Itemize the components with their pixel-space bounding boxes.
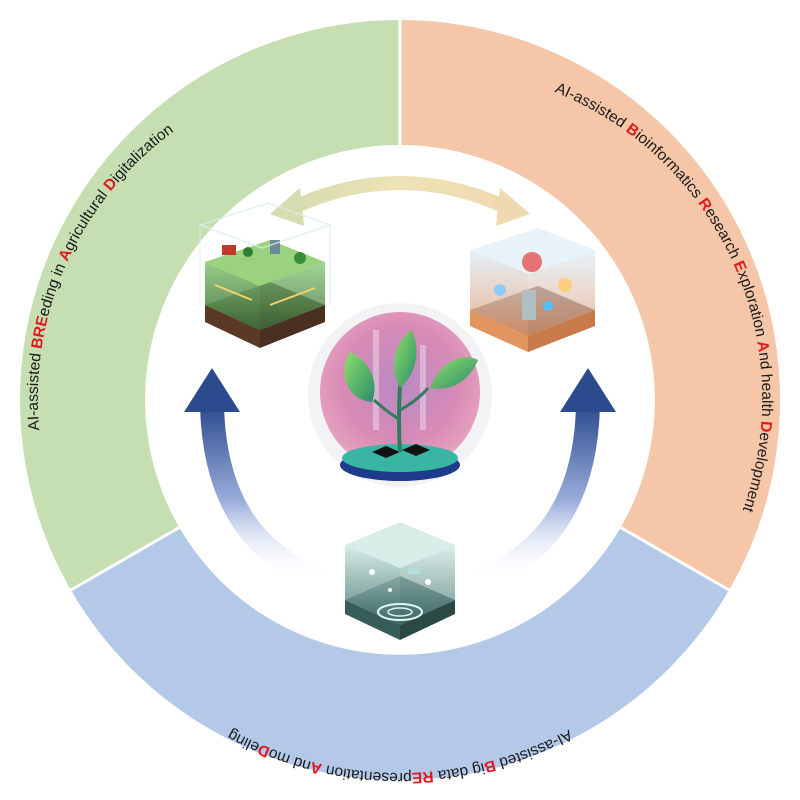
double-arrow-icon [270,176,530,226]
left-upward-arrow-icon [184,368,325,592]
highlight-letter: B [482,756,497,775]
label-text: AI-assisted [25,348,46,432]
breeding-segment [19,20,400,590]
right-upward-arrow-icon [475,368,616,592]
agriculture-cube-icon [197,202,333,348]
highlight-letter: D [757,420,775,433]
bigdata-segment [70,527,730,781]
highlight-letter: BRE [29,314,52,350]
bioinformatics-segment [400,20,781,590]
big-data-cube-icon [345,522,455,640]
bioinformatics-cube-icon [470,228,595,352]
highlight-letter: A [753,340,772,354]
label-text: nd health [755,351,775,421]
highlight-letter: A [309,758,324,777]
plant-sprout-icon [308,303,492,487]
highlight-letter: RE [411,767,434,785]
